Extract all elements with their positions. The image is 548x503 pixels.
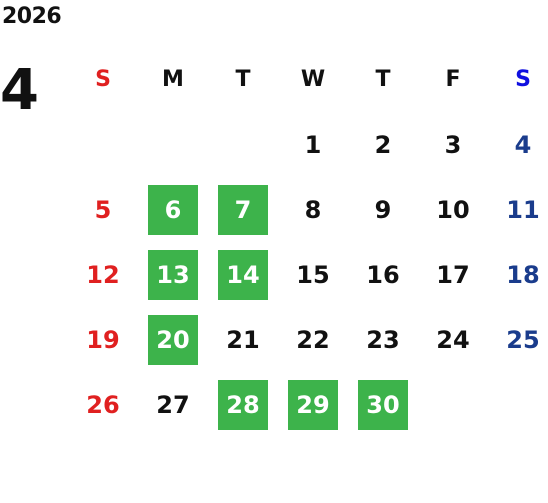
day-cell[interactable]: 23 <box>366 325 400 354</box>
day-cell-highlighted[interactable]: 13 <box>148 249 198 300</box>
day-cell <box>218 120 268 170</box>
day-cell[interactable]: 25 <box>506 325 540 354</box>
day-cell[interactable]: 3 <box>444 130 462 159</box>
weekday-header-saturday: S <box>515 67 531 92</box>
weekday-header-friday: F <box>445 67 461 92</box>
calendar-grid: S M T W T F S 1 2 3 4 5 6 7 8 9 10 11 12… <box>68 47 548 437</box>
day-cell[interactable]: 5 <box>94 195 112 224</box>
day-cell-highlighted[interactable]: 29 <box>288 379 338 430</box>
day-cell <box>148 120 198 170</box>
day-cell[interactable]: 16 <box>366 260 400 289</box>
day-cell <box>78 120 128 170</box>
day-cell[interactable]: 15 <box>296 260 330 289</box>
weekday-header-sunday: S <box>95 67 111 92</box>
week-row-3: 12 13 14 15 16 17 18 <box>68 242 548 307</box>
day-cell[interactable]: 2 <box>374 130 392 159</box>
weekday-header-wednesday: W <box>300 67 326 92</box>
week-row-2: 5 6 7 8 9 10 11 <box>68 177 548 242</box>
day-cell-highlighted[interactable]: 20 <box>148 314 198 365</box>
weekday-header-tuesday: T <box>235 67 251 92</box>
day-cell[interactable]: 11 <box>506 195 540 224</box>
day-cell[interactable]: 9 <box>374 195 392 224</box>
day-cell[interactable]: 24 <box>436 325 470 354</box>
day-cell[interactable]: 22 <box>296 325 330 354</box>
day-cell-highlighted[interactable]: 30 <box>358 379 408 430</box>
day-cell-highlighted[interactable]: 28 <box>218 379 268 430</box>
day-cell <box>498 380 548 430</box>
day-cell[interactable]: 1 <box>304 130 322 159</box>
day-cell[interactable]: 4 <box>514 130 532 159</box>
day-cell[interactable]: 12 <box>86 260 120 289</box>
day-cell[interactable]: 27 <box>156 390 190 419</box>
day-cell <box>428 380 478 430</box>
day-cell[interactable]: 10 <box>436 195 470 224</box>
weekday-header-thursday: T <box>375 67 391 92</box>
week-row-1: 1 2 3 4 <box>68 112 548 177</box>
year-label: 2026 <box>2 4 62 29</box>
day-cell[interactable]: 26 <box>86 390 120 419</box>
day-cell[interactable]: 17 <box>436 260 470 289</box>
day-cell-highlighted[interactable]: 14 <box>218 249 268 300</box>
day-cell-highlighted[interactable]: 6 <box>148 184 198 235</box>
day-cell[interactable]: 18 <box>506 260 540 289</box>
day-cell[interactable]: 8 <box>304 195 322 224</box>
weekday-header-monday: M <box>162 67 184 92</box>
week-row-5: 26 27 28 29 30 <box>68 372 548 437</box>
week-row-4: 19 20 21 22 23 24 25 <box>68 307 548 372</box>
day-cell-highlighted[interactable]: 7 <box>218 184 268 235</box>
day-cell[interactable]: 21 <box>226 325 260 354</box>
day-cell[interactable]: 19 <box>86 325 120 354</box>
month-number: 4 <box>0 58 39 123</box>
weekday-header-row: S M T W T F S <box>68 47 548 112</box>
